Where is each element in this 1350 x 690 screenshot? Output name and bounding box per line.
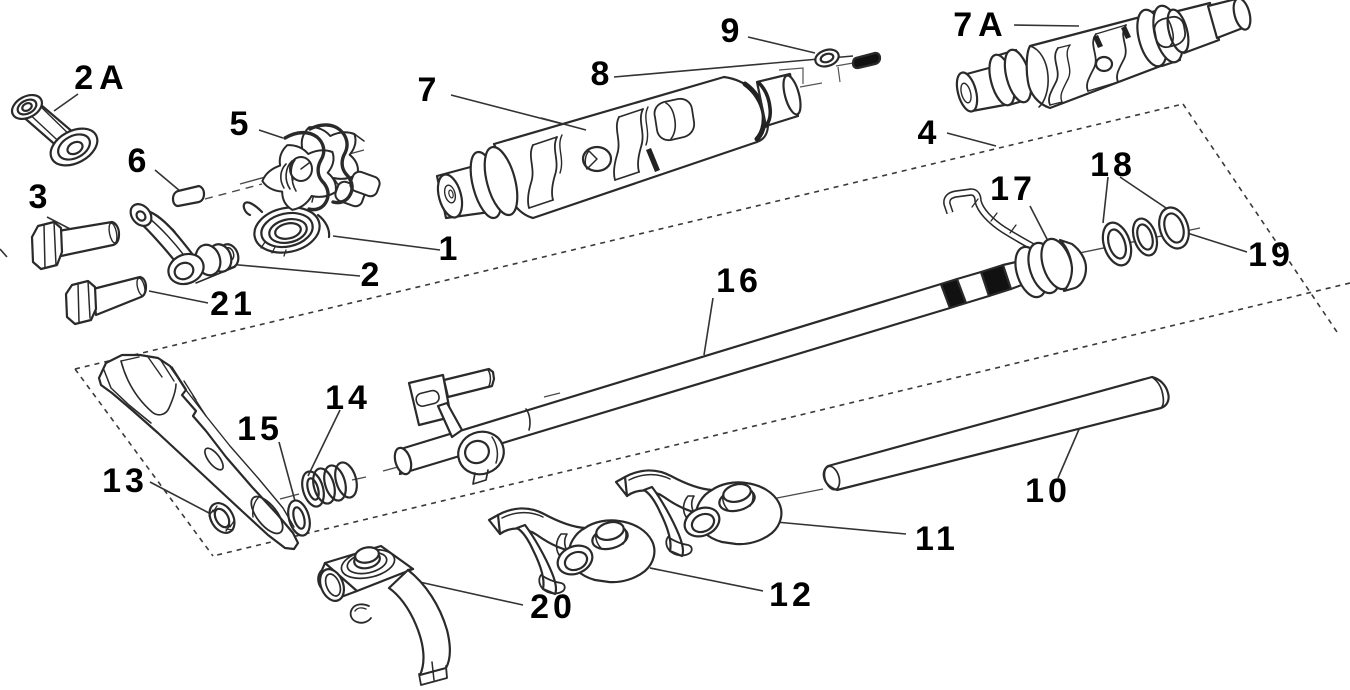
svg-text:7A: 7A [953, 6, 1008, 44]
svg-text:15: 15 [237, 410, 283, 448]
svg-text:2: 2 [361, 256, 384, 294]
svg-text:10: 10 [1025, 472, 1071, 510]
svg-text:11: 11 [915, 520, 959, 558]
svg-text:9: 9 [721, 12, 744, 50]
svg-text:4: 4 [918, 114, 941, 152]
svg-text:7: 7 [418, 71, 441, 109]
svg-text:5: 5 [230, 105, 253, 143]
svg-text:8: 8 [591, 55, 614, 93]
svg-text:3: 3 [29, 178, 52, 216]
svg-text:21: 21 [210, 285, 256, 323]
svg-text:20: 20 [530, 588, 576, 626]
svg-text:19: 19 [1248, 236, 1294, 274]
svg-text:16: 16 [716, 262, 762, 300]
svg-text:17: 17 [990, 170, 1036, 208]
svg-text:14: 14 [325, 379, 371, 417]
svg-text:1: 1 [439, 230, 462, 268]
svg-text:13: 13 [102, 462, 148, 500]
svg-text:6: 6 [128, 142, 151, 180]
svg-text:18: 18 [1090, 146, 1136, 184]
svg-text:12: 12 [769, 576, 815, 614]
svg-text:2A: 2A [74, 59, 129, 97]
